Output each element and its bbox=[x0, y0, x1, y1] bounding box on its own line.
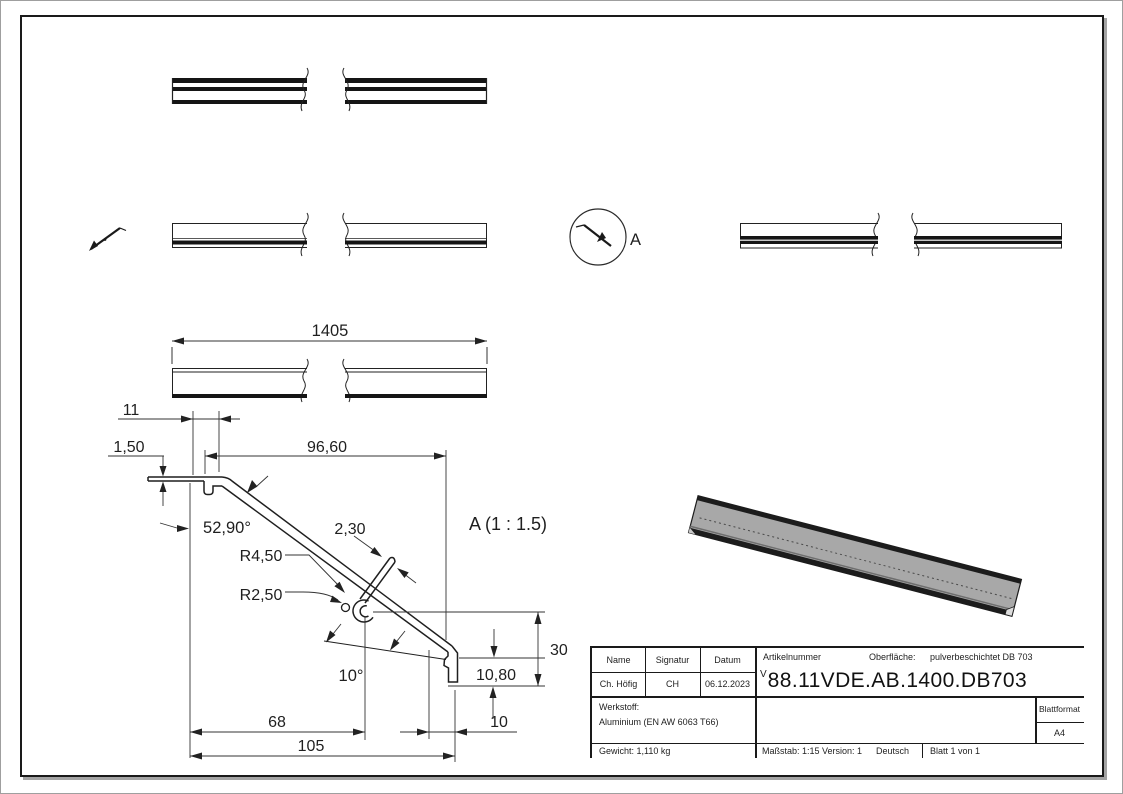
view-front-strip bbox=[172, 212, 487, 257]
signature-value: CH bbox=[666, 679, 679, 689]
weight-label: Gewicht: 1,110 kg bbox=[599, 745, 671, 756]
dim-flange-thickness: 1,50 bbox=[113, 439, 144, 456]
article-number-prefix: V bbox=[760, 669, 767, 680]
dim-total-length-text: 1405 bbox=[312, 322, 349, 340]
article-number: V88.11VDE.AB.1400.DB703 bbox=[760, 669, 1027, 693]
dim-drip-width: 10 bbox=[490, 714, 508, 731]
dim-drip-angle: 10° bbox=[339, 667, 364, 685]
sheet-format-value: A4 bbox=[1053, 727, 1065, 738]
dimension-texts: 11 1,50 96,60 52,90° 2,30 R4,50 R2,50 A … bbox=[113, 402, 567, 755]
sheet-label: Blatt 1 von 1 bbox=[930, 745, 981, 756]
date-header: Datum bbox=[714, 655, 741, 665]
detail-view-dimensions bbox=[108, 411, 545, 762]
dim-slope-width: 96,60 bbox=[307, 439, 347, 456]
view-bottom-strip-right bbox=[740, 212, 1062, 257]
dim-radius-outer: R4,50 bbox=[240, 548, 283, 565]
dim-height: 30 bbox=[550, 642, 568, 659]
iso-view bbox=[687, 495, 1023, 617]
dim-radius-inner: R2,50 bbox=[240, 587, 283, 604]
dim-top-offset: 11 bbox=[123, 402, 140, 419]
language-label: Deutsch bbox=[876, 745, 910, 756]
dim-slope-angle: 52,90° bbox=[203, 519, 251, 537]
dim-drip-height: 10,80 bbox=[476, 667, 516, 684]
article-number-value: 88.11VDE.AB.1400.DB703 bbox=[767, 669, 1028, 692]
version-label: Version: 1 bbox=[822, 745, 863, 756]
dim-base-width-total: 105 bbox=[298, 738, 325, 755]
view-length-strip: 1405 bbox=[171, 322, 488, 403]
material-value: Aluminium (EN AW 6063 T66) bbox=[599, 717, 719, 727]
surface-value: pulverbeschichtet DB 703 bbox=[930, 652, 1033, 662]
detail-view-profile bbox=[147, 476, 459, 683]
detail-marker-circle: A bbox=[569, 208, 641, 266]
dim-wall-thickness: 2,30 bbox=[334, 521, 365, 538]
scale-label: Maßstab: 1:15 bbox=[762, 745, 820, 756]
detail-marker-label: A bbox=[630, 231, 641, 249]
dim-base-width-inner: 68 bbox=[268, 714, 286, 731]
view-bottom-strip bbox=[171, 67, 488, 112]
section-mini-icon bbox=[89, 227, 127, 251]
article-number-label: Artikelnummer bbox=[763, 652, 822, 662]
date-value: 06.12.2023 bbox=[704, 679, 751, 689]
detail-view-title: A (1 : 1.5) bbox=[469, 514, 547, 534]
name-header: Name bbox=[606, 655, 631, 665]
signature-header: Signatur bbox=[655, 655, 690, 665]
dim-total-length bbox=[171, 340, 488, 364]
sheet-format-label: Blattformat bbox=[1038, 704, 1081, 714]
name-value: Ch. Höfig bbox=[599, 679, 638, 689]
surface-label: Oberfläche: bbox=[869, 652, 916, 662]
title-block: Name Signatur Datum Ch. Höfig CH 06.12.2… bbox=[590, 646, 1084, 758]
material-label: Werkstoff: bbox=[599, 702, 640, 712]
dimension-arrowheads bbox=[159, 415, 542, 760]
